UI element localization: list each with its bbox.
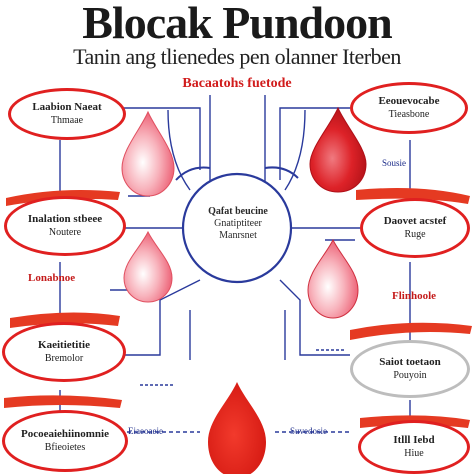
box-bottom-right: Itlll Iebd Hiue: [358, 420, 470, 474]
mini-label-bottom-right: Suvedosie: [290, 426, 327, 436]
left-tag-label: Lonabnoe: [28, 272, 76, 284]
box-lower-right-line-1: Saiot toetaon: [379, 356, 441, 368]
box-bottom-left: Pocoeaiehiinomnie Bfieoietes: [2, 410, 128, 472]
blood-drop-bottom: [208, 382, 266, 474]
hub-line-2: Gnatiptiteer: [214, 218, 262, 229]
page-title: Blocak Pundoon: [82, 0, 392, 48]
box-mid-left-line-1: Inalation stbeee: [27, 213, 103, 225]
tagline: Bacaatohs fuetode: [182, 76, 292, 91]
box-bottom-left-line-1: Pocoeaiehiinomnie: [21, 428, 109, 440]
box-mid-left: Inalation stbeee Noutere: [4, 196, 126, 256]
box-bottom-right-line-2: Hiue: [404, 448, 424, 459]
box-lower-left-line-1: Kaeitietitie: [38, 339, 90, 351]
blood-drop-middle-left: [123, 230, 173, 303]
box-lower-left: Kaeitietitie Bremolor: [2, 322, 126, 382]
box-mid-left-line-2: Noutere: [48, 227, 82, 238]
box-top-left-line-2: Thmaae: [50, 115, 84, 126]
connector-lines: [59, 95, 411, 420]
hub-arc-left: [175, 166, 211, 181]
mini-label-bottom-left: Eiaeoaeie: [128, 426, 163, 436]
box-lower-right-line-2: Pouyoin: [393, 370, 427, 381]
box-top-left: Laabion Naeat Thmaae: [8, 88, 126, 140]
blood-drop-middle-right: [307, 238, 359, 319]
hub-text: Qafat beucine Gnatiptiteer Manrsnet: [186, 206, 290, 242]
hub-line-1: Qafat beucine: [208, 206, 268, 217]
mini-label-right-mid: Sousie: [382, 158, 407, 168]
box-top-left-line-1: Laabion Naeat: [32, 101, 102, 113]
page-subtitle: Tanin ang tlienedes pen olanner Iterben: [73, 44, 401, 69]
right-tag-label: Flinhoole: [392, 290, 437, 302]
box-bottom-left-line-2: Bfieoietes: [44, 442, 86, 453]
hub-circle: [181, 172, 293, 284]
box-lower-left-line-2: Bremolor: [44, 353, 84, 364]
box-top-right: Eeouevocabe Tieasbone: [350, 82, 468, 134]
blood-drop-upper-right: [309, 106, 367, 193]
box-mid-right-line-1: Daovet acstef: [383, 215, 447, 227]
box-top-right-line-1: Eeouevocabe: [378, 95, 440, 107]
box-lower-right: Saiot toetaon Pouyoin: [350, 340, 470, 398]
hub-arc-right: [264, 166, 299, 179]
hub-line-3: Manrsnet: [219, 230, 257, 241]
box-bottom-right-line-1: Itlll Iebd: [393, 434, 435, 446]
blood-drop-upper-left: [121, 110, 175, 197]
box-top-right-line-2: Tieasbone: [388, 109, 430, 120]
box-mid-right: Daovet acstef Ruge: [360, 198, 470, 258]
box-mid-right-line-2: Ruge: [404, 229, 426, 240]
